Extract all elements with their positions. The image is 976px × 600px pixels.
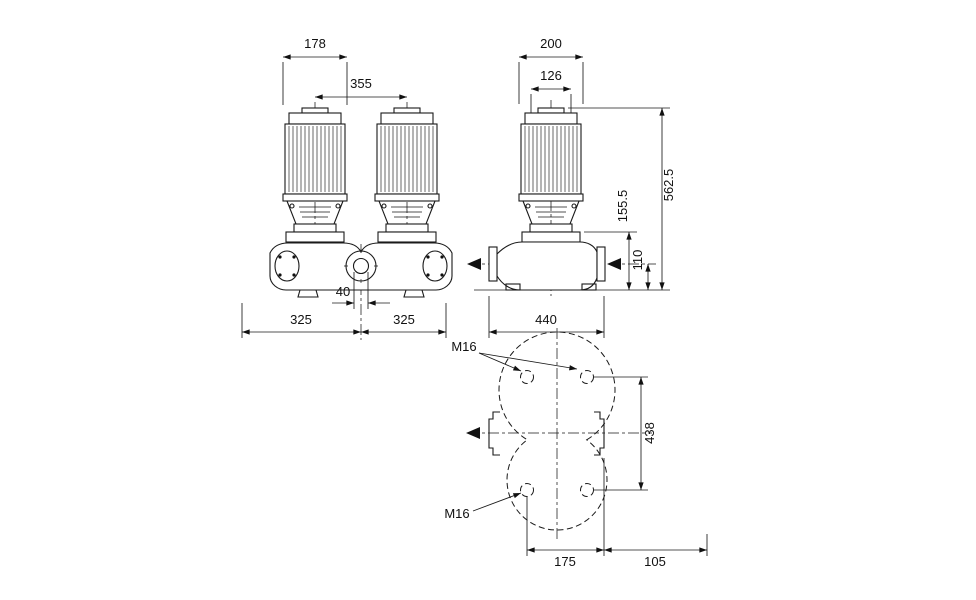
suction-flange [488,246,498,282]
right-motor [374,107,440,243]
right-flange-stub [594,411,605,456]
dim-port-height: 110 [630,250,645,271]
dim-head-spacing: 355 [350,76,372,91]
bolt-callouts: M16 M16 [444,339,578,521]
plan-dimensions: 438 175 105 [526,376,708,569]
dim-fan-cover-width: 126 [540,68,562,83]
dim-span-inner: 175 [554,554,576,569]
dim-bolt-span-vertical: 438 [642,422,657,444]
volute-casing-side [488,241,606,291]
left-foot [297,289,319,298]
dim-motor-width-side: 200 [540,36,562,51]
dim-total-height: 562.5 [661,169,676,202]
side-dimensions: 200 126 440 562.5 155.5 110 [488,36,676,338]
bolt-hole-bottom-left [520,483,534,497]
front-view: 178 355 40 325 325 [241,36,453,340]
left-flange-stub [488,411,500,456]
discharge-flange [596,246,606,282]
right-port-flange [422,250,448,282]
dim-port-width: 40 [336,284,350,299]
bolt-label-bottom: M16 [444,506,469,521]
flow-arrow-in-icon [607,258,621,270]
front-dimensions: 178 355 40 325 325 [241,36,447,338]
flow-arrow-plan-icon [466,427,480,439]
right-foot [403,289,425,298]
flow-arrow-out-icon [467,258,481,270]
volute-casing-front [269,242,453,298]
side-view: 200 126 440 562.5 155.5 110 [467,36,676,338]
dim-base-left: 325 [290,312,312,327]
left-port-flange [274,250,300,282]
dim-overall-length: 440 [535,312,557,327]
bolt-label-top: M16 [451,339,476,354]
left-motor [282,107,348,243]
dim-span-outer: 105 [644,554,666,569]
top-view: M16 M16 438 175 105 [444,328,708,569]
dim-motor-width-front: 178 [304,36,326,51]
bolt-hole-bottom-right [580,483,594,497]
bolt-hole-top-right [580,370,594,384]
dim-head-height: 155.5 [615,190,630,223]
bolt-hole-top-left [520,370,534,384]
dim-base-right: 325 [393,312,415,327]
center-port-inner [352,257,370,275]
